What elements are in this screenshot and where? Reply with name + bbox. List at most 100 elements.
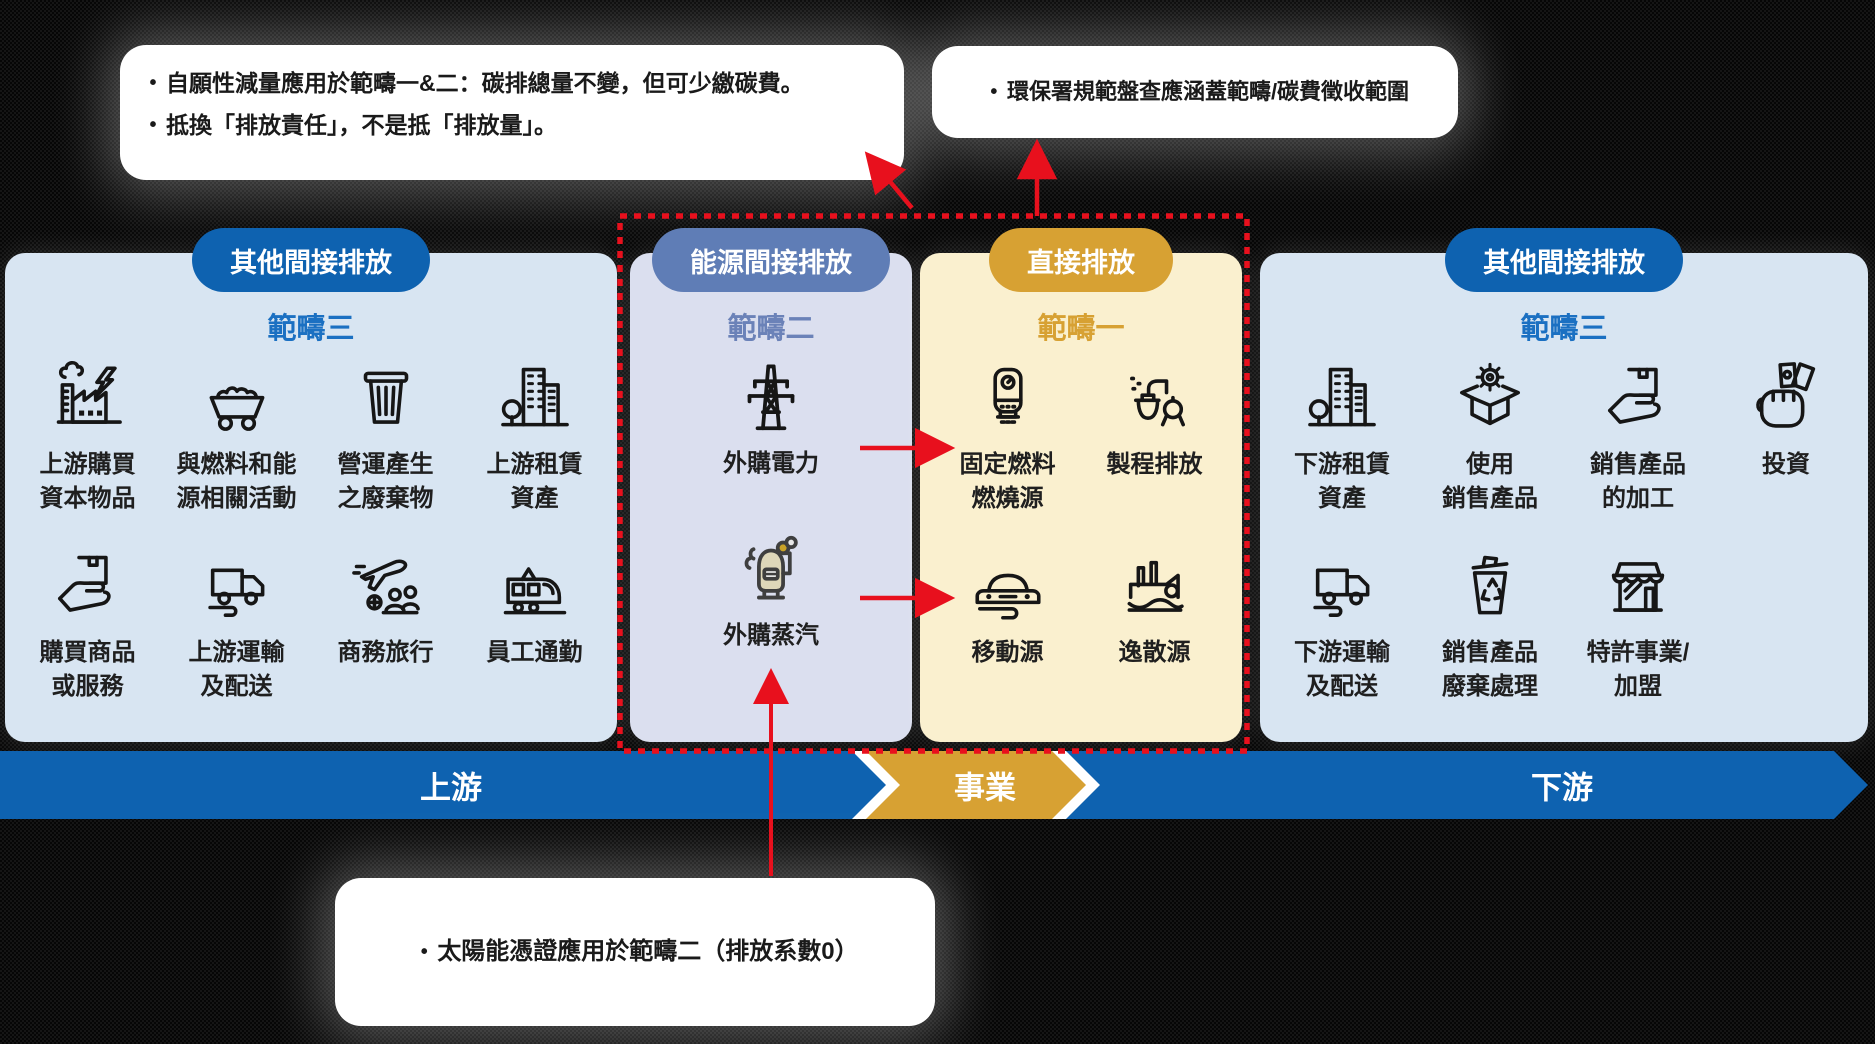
emission-item-label: 投資: [1762, 451, 1810, 478]
scope-category-badge: 直接排放: [989, 228, 1173, 292]
scope-title: 範疇二: [727, 313, 815, 345]
note-epa-inventory-scope: • 環保署規範盤查應涵蓋範疇/碳費徵收範圍: [932, 46, 1458, 138]
emission-item-label: 上游購買 資本物品: [39, 451, 136, 512]
emission-item-label: 上游租賃 資產: [486, 451, 583, 512]
note-text: 自願性減量應用於範疇一&二：碳排總量不變，但可少繳碳費。: [166, 70, 804, 96]
scope-title: 範疇一: [1037, 313, 1125, 345]
emission-item-label: 製程排放: [1106, 451, 1203, 478]
downstream-chevron: [1066, 751, 1868, 819]
note-line: • 環保署規範盤查應涵蓋範疇/碳費徵收範圍: [981, 77, 1409, 107]
emission-item-label: 逸散源: [1118, 639, 1191, 666]
emission-item: 外購電力: [723, 353, 819, 481]
emission-item: 與燃料和能 源相關活動: [162, 358, 311, 516]
emission-item: 員工通勤: [460, 546, 609, 704]
note-line: • 自願性減量應用於範疇一&二：碳排總量不變，但可少繳碳費。: [140, 62, 888, 104]
note-line: • 太陽能憑證應用於範疇二（排放系數0）: [411, 931, 859, 973]
airplane-travel-icon: [345, 546, 427, 628]
emission-item: 上游購買 資本物品: [13, 358, 162, 516]
emission-item-label: 銷售產品 廢棄處理: [1442, 639, 1538, 700]
emission-item-label: 外購電力: [723, 450, 819, 477]
emission-item: 外購蒸汽: [723, 525, 819, 653]
delivery-truck-icon: [1301, 546, 1383, 628]
emission-item-label: 銷售產品 的加工: [1590, 451, 1686, 512]
emission-item: 移動源: [934, 546, 1081, 670]
emission-item-label: 下游運輸 及配送: [1294, 639, 1390, 700]
emission-item: 使用 銷售產品: [1416, 358, 1564, 516]
emission-item-label: 營運產生 之廢棄物: [337, 451, 434, 512]
emission-item-label: 上游運輸 及配送: [188, 639, 285, 700]
emission-items-grid: 外購電力外購蒸汽: [638, 353, 904, 653]
value-chain-flow-bar: 上游 事業 下游: [0, 751, 1875, 819]
emission-item: 製程排放: [1081, 358, 1228, 516]
note-voluntary-reduction: • 自願性減量應用於範疇一&二：碳排總量不變，但可少繳碳費。 • 抵換「排放責任…: [120, 45, 904, 180]
commuter-train-icon: [494, 546, 576, 628]
flow-label-business: 事業: [954, 770, 1016, 806]
emission-item-label: 固定燃料 燃燒源: [959, 451, 1056, 512]
note-text: 環保署規範盤查應涵蓋範疇/碳費徵收範圍: [1006, 79, 1410, 104]
recycle-bin-icon: [1449, 546, 1531, 628]
emission-item: 營運產生 之廢棄物: [311, 358, 460, 516]
power-tower-icon: [728, 353, 814, 439]
building-tree-icon: [494, 358, 576, 440]
scope-category-badge: 其他間接排放: [192, 228, 430, 292]
trash-bin-icon: [345, 358, 427, 440]
delivery-truck-icon: [196, 546, 278, 628]
emission-item: 固定燃料 燃燒源: [934, 358, 1081, 516]
storefront-icon: [1597, 546, 1679, 628]
process-emission-icon: [1114, 358, 1196, 440]
flow-bar-chevrons: [0, 751, 1868, 819]
flow-label-upstream: 上游: [420, 770, 482, 806]
emission-item-label: 與燃料和能 源相關活動: [176, 451, 297, 512]
emission-item-label: 員工通勤: [486, 639, 583, 666]
scope1-panel: 直接排放 範疇一 固定燃料 燃燒源 製程排放移動源 逸散源: [920, 228, 1242, 742]
emission-item-label: 移動源: [971, 639, 1044, 666]
emission-items-grid: 下游租賃 資產使用 銷售產品銷售產品 的加工 投資下游運輸 及配送銷售產品 廢棄處…: [1268, 358, 1860, 704]
emission-item: 特許事業/ 加盟: [1564, 546, 1712, 704]
building-tree-icon: [1301, 358, 1383, 440]
bullet-dot: •: [990, 81, 998, 103]
mine-cart-icon: [196, 358, 278, 440]
emission-item: 上游租賃 資產: [460, 358, 609, 516]
business-chevron: [866, 751, 1086, 819]
emission-item-label: 使用 銷售產品: [1442, 451, 1538, 512]
scope-category-badge: 能源間接排放: [652, 228, 890, 292]
flow-label-downstream: 下游: [1531, 770, 1593, 806]
scope3-downstream-panel: 其他間接排放 範疇三 下游租賃 資產使用 銷售產品銷售產品 的加工 投資下游運輸 …: [1260, 228, 1868, 742]
industrial-site-icon: [1114, 546, 1196, 628]
hand-box-icon: [47, 546, 129, 628]
note-text: 抵換「排放責任」，不是抵「排放量」。: [166, 112, 557, 138]
water-heater-icon: [967, 358, 1049, 440]
note-line: • 抵換「排放責任」，不是抵「排放量」。: [140, 104, 888, 146]
note-text: 太陽能憑證應用於範疇二（排放系數0）: [437, 938, 859, 965]
bullet-dot: •: [420, 941, 428, 963]
scope-title: 範疇三: [267, 313, 355, 345]
factory-icon: [47, 358, 129, 440]
emission-item-label: 外購蒸汽: [723, 622, 819, 649]
scope-title: 範疇三: [1520, 313, 1608, 345]
emission-item-label: 特許事業/ 加盟: [1586, 639, 1690, 700]
emission-item-label: 購買商品 或服務: [39, 639, 136, 700]
emission-item: 下游租賃 資產: [1268, 358, 1416, 516]
money-hand-icon: [1745, 358, 1827, 440]
emission-item-label: 商務旅行: [337, 639, 434, 666]
scope-category-badge: 其他間接排放: [1445, 228, 1683, 292]
emission-item: 上游運輸 及配送: [162, 546, 311, 704]
emission-items-grid: 上游購買 資本物品與燃料和能 源相關活動營運產生 之廢棄物上游租賃 資產購買商品…: [13, 358, 609, 704]
bullet-dot: •: [149, 114, 157, 136]
emission-item: 銷售產品 的加工: [1564, 358, 1712, 516]
scope2-panel: 能源間接排放 範疇二 外購電力外購蒸汽: [630, 228, 912, 742]
emission-item: 商務旅行: [311, 546, 460, 704]
box-gear-icon: [1449, 358, 1531, 440]
emission-item: 投資: [1712, 358, 1860, 516]
emission-item: 下游運輸 及配送: [1268, 546, 1416, 704]
upstream-chevron: [0, 751, 886, 819]
bullet-dot: •: [149, 72, 157, 94]
emission-item: 逸散源: [1081, 546, 1228, 670]
steam-boiler-icon: [728, 525, 814, 611]
note-solar-certificate: • 太陽能憑證應用於範疇二（排放系數0）: [335, 878, 935, 1026]
emission-items-grid: 固定燃料 燃燒源 製程排放移動源 逸散源: [934, 358, 1228, 670]
emission-item: 銷售產品 廢棄處理: [1416, 546, 1564, 704]
scope3-upstream-panel: 其他間接排放 範疇三 上游購買 資本物品與燃料和能 源相關活動營運產生 之廢棄物…: [5, 228, 617, 742]
hand-box-icon: [1597, 358, 1679, 440]
